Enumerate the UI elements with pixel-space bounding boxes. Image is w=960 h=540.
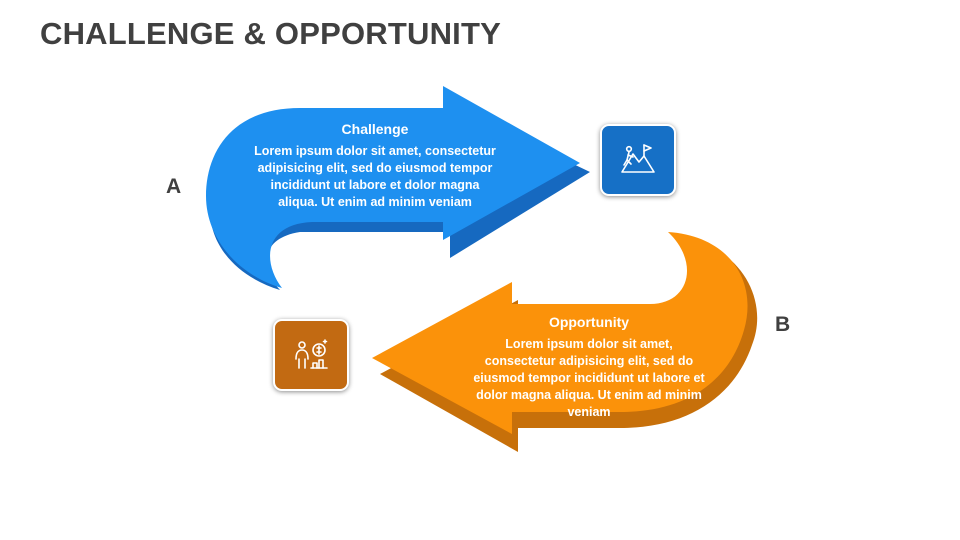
businessman-coin-growth-icon [295,339,328,369]
opportunity-arrow [372,232,748,434]
challenge-heading: Challenge [341,121,409,137]
opportunity-icon-tile [273,319,349,391]
challenge-text-block: Challenge Lorem ipsum dolor sit amet, co… [252,121,498,211]
slide-title: CHALLENGE & OPPORTUNITY [40,16,502,51]
marker-a: A [166,175,182,198]
opportunity-text-block: Opportunity Lorem ipsum dolor sit amet, … [469,314,709,421]
mountain-flag-climbing-icon [621,144,655,173]
marker-b: B [775,313,791,336]
challenge-icon-tile [600,124,676,196]
challenge-body: Lorem ipsum dolor sit amet, consectetur … [254,144,496,209]
opportunity-body: Lorem ipsum dolor sit amet, consectetur … [473,337,705,419]
challenge-arrow [206,86,580,288]
opportunity-heading: Opportunity [548,314,630,330]
